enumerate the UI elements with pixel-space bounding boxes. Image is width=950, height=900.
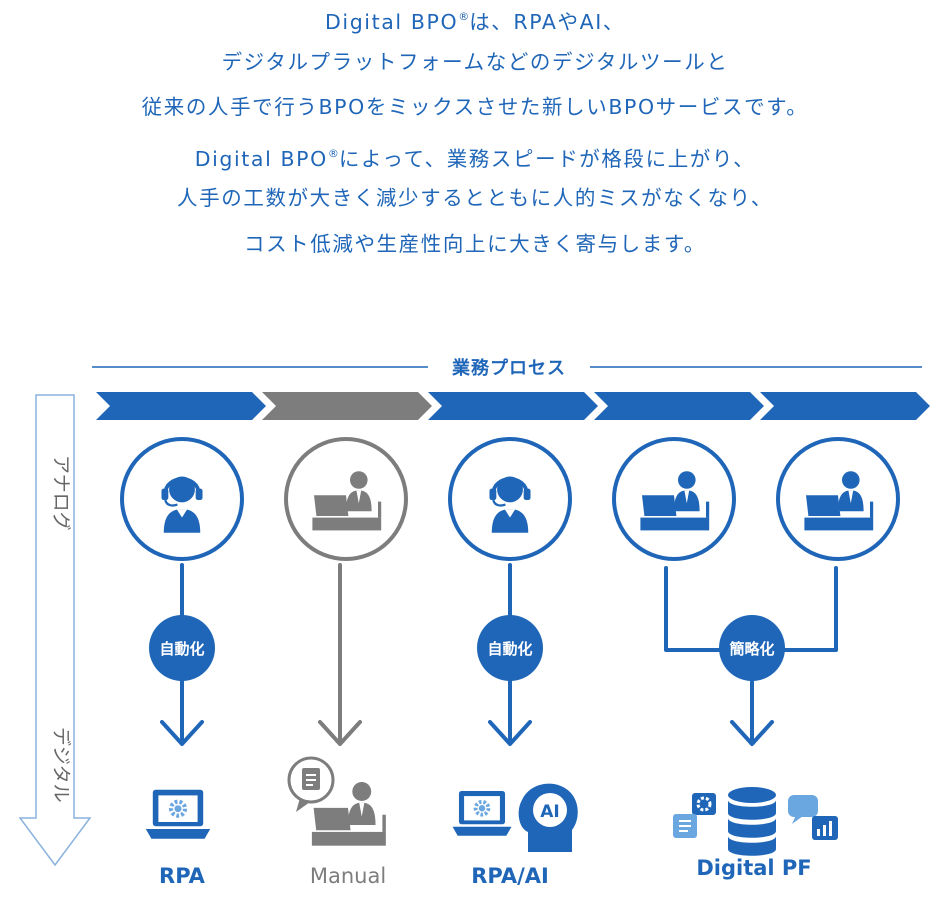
- output-label-manual: Manual: [310, 864, 386, 888]
- step-1-operator: [120, 437, 244, 561]
- process-step-3: [428, 392, 598, 420]
- speech-bubble-doc-icon: [287, 756, 335, 812]
- badge-simplify-label: 簡略化: [729, 640, 774, 658]
- registered-mark: ®: [327, 146, 339, 160]
- intro-line-2: デジタルプラットフォームなどのデジタルツールと: [221, 49, 729, 74]
- process-step-2: [262, 392, 432, 420]
- step-2-worker: [284, 437, 408, 561]
- intro-line-4a: Digital BPO: [194, 146, 328, 171]
- output-label-rpa-ai: RPA/AI: [471, 864, 549, 888]
- badge-automation-2-label: 自動化: [487, 640, 532, 658]
- laptop-gear-icon: [146, 790, 210, 839]
- process-step-4: [594, 392, 764, 420]
- intro-line-1b: は、RPAやAI、: [469, 10, 625, 34]
- process-label: 業務プロセス: [451, 357, 566, 379]
- intro-line-1: Digital BPO®は、RPAやAI、: [0, 0, 950, 40]
- intro-line-6: コスト低減や生産性向上に大きく寄与します。: [243, 231, 707, 256]
- badge-automation-1-label: 自動化: [159, 640, 204, 658]
- chart-icon: [812, 816, 838, 840]
- output-label-digital-pf: Digital PF: [696, 856, 811, 880]
- arrowhead-digital-pf: [730, 720, 774, 746]
- output-label-rpa: RPA: [159, 864, 206, 888]
- intro-line-5: 人手の工数が大きく減少するとともに人的ミスがなくなり、: [177, 186, 773, 210]
- intro-text: Digital BPO®は、RPAやAI、 デジタルプラットフォームなどのデジタ…: [0, 0, 950, 267]
- process-step-1: [96, 392, 266, 420]
- chat-icon: [788, 795, 818, 824]
- registered-mark: ®: [458, 10, 470, 23]
- gear-tile-icon: [692, 793, 716, 815]
- database-icon: [728, 787, 776, 856]
- process-step-5: [760, 392, 930, 420]
- step-4-worker: [612, 437, 736, 561]
- badge-simplify: [719, 615, 785, 681]
- arrowhead-manual: [318, 720, 362, 746]
- badge-automation-1: [149, 615, 215, 681]
- analog-digital-axis-arrow: [18, 394, 92, 867]
- intro-line-4b: によって、業務スピードが格段に上がり、: [338, 146, 756, 171]
- ai-badge-label: AI: [540, 802, 559, 822]
- step-5-worker: [776, 437, 900, 561]
- axis-label-digital: デジタル: [50, 727, 72, 803]
- intro-line-1a: Digital BPO: [325, 10, 459, 34]
- intro-line-3: 従来の人手で行うBPOをミックスさせた新しいBPOサービスです。: [141, 95, 809, 119]
- ai-head-icon: AI: [518, 783, 578, 852]
- axis-label-analog: アナログ: [50, 455, 72, 531]
- arrowhead-rpa: [160, 720, 204, 746]
- badge-automation-2: [477, 615, 543, 681]
- laptop-gear-icon: [453, 791, 512, 836]
- arrowhead-rpa-ai: [488, 720, 532, 746]
- document-tile-icon: [673, 814, 697, 838]
- intro-line-4: Digital BPO®によって、業務スピードが格段に上がり、: [0, 131, 950, 177]
- step-3-operator: [448, 437, 572, 561]
